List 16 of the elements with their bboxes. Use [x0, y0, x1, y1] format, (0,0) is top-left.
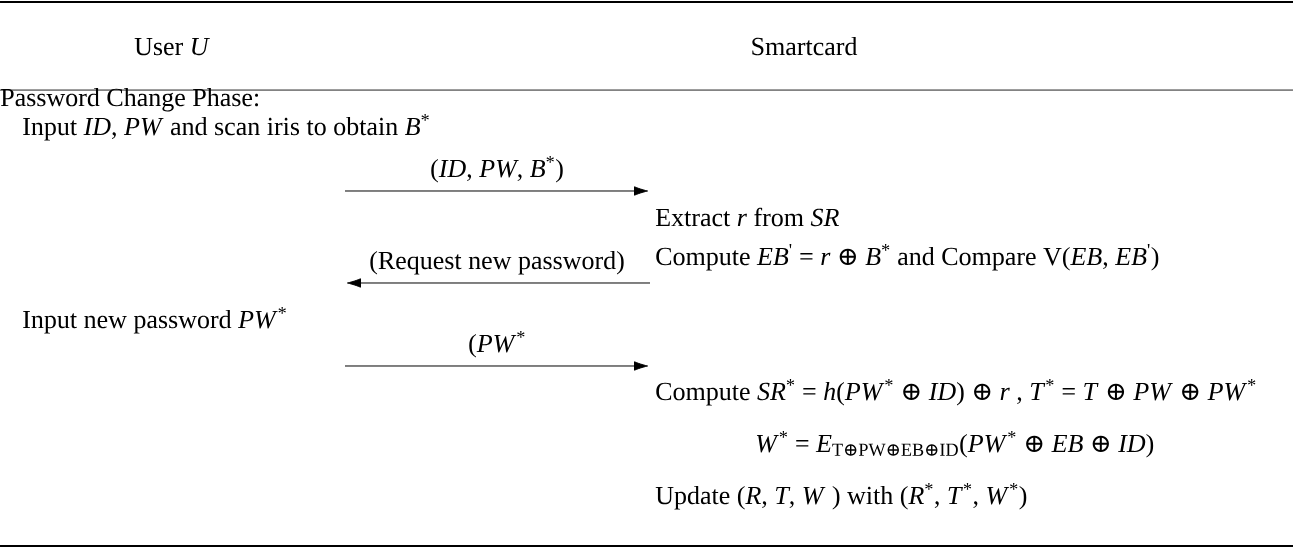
phase-heading: Password Change Phase:	[0, 87, 259, 112]
step-text: W$^{*}$ = E$_{T⊕PW⊕EB⊕ID}$(PW$^{*}$ ⊕EB⊕ID)	[756, 431, 1154, 458]
arrow	[346, 278, 651, 288]
column-header: Smartcard	[752, 36, 858, 56]
edge-label: (ID, PW, B$^{*}$)	[431, 156, 563, 183]
step-text: Compute SR$^{*}$ = h(PW$^{*}$ ⊕ ID) ⊕ r , T$^{*}$ = T ⊕ PW ⊕ PW$^{*}$	[656, 379, 1256, 406]
step-text: Extract r from SR	[655, 207, 839, 227]
edge-label: (PW$^{*}$	[469, 331, 525, 358]
step-text: Update (R, T, W ) with (R$^{*}$, T$^{*}$, W$^{*}$)	[655, 483, 1027, 510]
step-text: Input ID, PW and scan iris to obtain B$^{*}$	[23, 114, 429, 141]
column-header: User U	[134, 37, 210, 56]
step-text: Compute EB$^{'}$ = r ⊕ B$^{*}$ and Compare V(EB, EB$^{'}$)	[656, 244, 1159, 271]
step-text: Input new password PW$^{*}$	[23, 307, 286, 334]
edge-label: (Request new password)	[370, 250, 624, 275]
arrow	[344, 186, 649, 196]
arrow	[344, 361, 649, 371]
